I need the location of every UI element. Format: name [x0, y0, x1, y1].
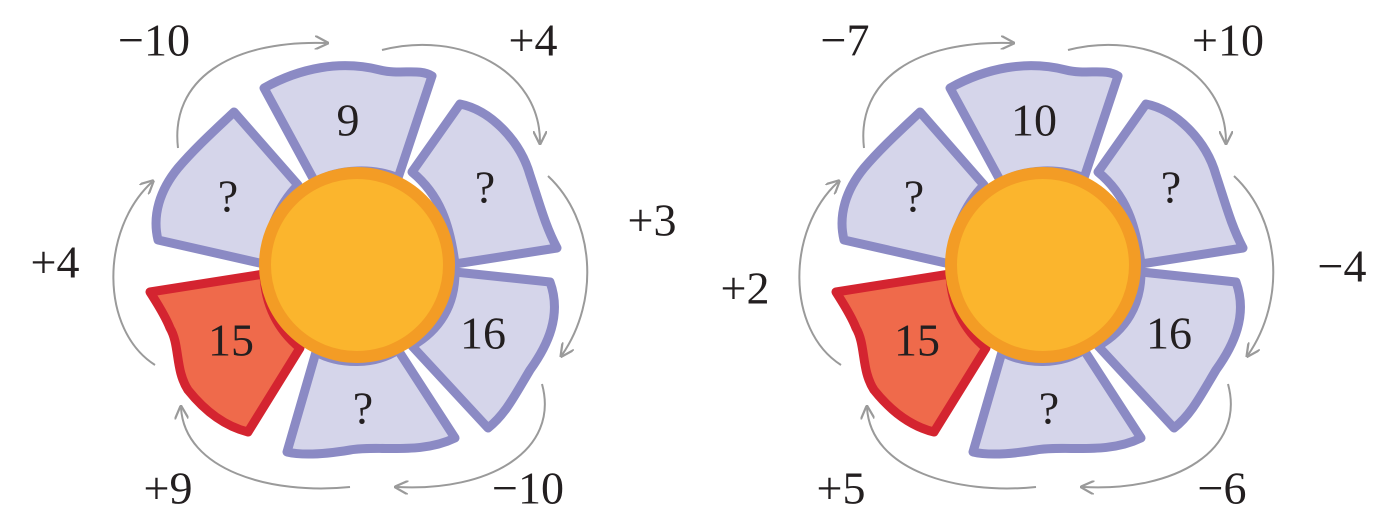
- op-top-left: −7: [821, 15, 870, 66]
- petal-upper-left-value: ?: [218, 171, 238, 222]
- op-right: −4: [1318, 241, 1367, 292]
- op-bottom-left: +5: [817, 463, 866, 509]
- petal-top-value: 10: [1011, 95, 1057, 146]
- petal-upper-right-value: ?: [1161, 162, 1181, 213]
- petal-bottom-value: ?: [353, 383, 373, 434]
- flower-2-center: [951, 173, 1135, 357]
- op-top-right: +4: [509, 15, 558, 66]
- petal-lower-left-value: 15: [208, 315, 254, 366]
- arrow-left: [113, 182, 155, 365]
- op-left: +4: [31, 237, 80, 288]
- op-right: +3: [628, 195, 677, 246]
- op-top-left: −10: [118, 15, 190, 66]
- petal-lower-right-value: 16: [460, 308, 506, 359]
- petal-upper-left-value: ?: [904, 171, 924, 222]
- op-bottom-right: −6: [1198, 463, 1247, 509]
- op-bottom-right: −10: [492, 463, 564, 509]
- op-top-right: +10: [1192, 15, 1264, 66]
- petal-lower-left-value: 15: [894, 315, 940, 366]
- flower-2: 10 ? 16 ? 15 ? −7 +10 −4 −6 +5 +2: [721, 15, 1367, 509]
- flower-1-center: [265, 173, 449, 357]
- op-bottom-left: +9: [144, 463, 193, 509]
- op-left: +2: [721, 263, 770, 314]
- petal-lower-right-value: 16: [1146, 308, 1192, 359]
- arrow-left: [799, 182, 841, 365]
- flower-1: 9 ? 16 ? 15 ? −10 +4 +3 −10 +9 +4: [31, 15, 677, 509]
- petal-top-value: 9: [337, 95, 360, 146]
- petal-upper-right-value: ?: [475, 162, 495, 213]
- petal-bottom-value: ?: [1039, 383, 1059, 434]
